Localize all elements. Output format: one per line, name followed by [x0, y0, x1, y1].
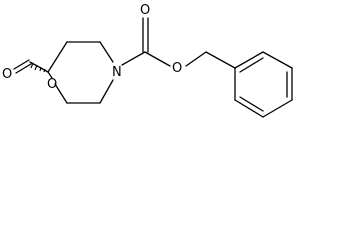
morpholine-ring: [47, 41, 114, 104]
hashed-wedge-bond: [30, 62, 46, 73]
n-carbonyl-bond: [121, 51, 146, 66]
ring-bond-c2-c3: [47, 41, 68, 73]
carbonyl-oxygen-label: O: [140, 3, 150, 18]
ring-bond-c-n: [99, 41, 114, 63]
aldehyde-oxygen-label: O: [2, 67, 12, 82]
ring-bond-o-c2: [47, 71, 53, 79]
structure-drawing: O N O O O: [2, 3, 293, 118]
aldehyde-double-bond-a: [13, 59, 30, 70]
ring-nitrogen-label: N: [112, 65, 122, 80]
ester-oxygen-label: O: [172, 61, 182, 76]
molecule-diagram: O N O O O: [2, 3, 293, 118]
ring-bond-c-o: [54, 83, 68, 104]
ring-oxygen-label: O: [47, 77, 57, 92]
ester-o-ch2-bond: [185, 51, 207, 67]
carbonyl-ester-o-bond: [144, 51, 171, 67]
atom-labels: O N O O O: [2, 3, 182, 92]
aldehyde-group: [13, 59, 49, 74]
carbamate-group: [121, 17, 236, 69]
benzene-ring: [234, 51, 293, 118]
ring-bond-n-c: [99, 79, 114, 104]
ch2-phenyl-bond: [205, 51, 236, 69]
aldehyde-double-bond-b: [15, 63, 32, 74]
